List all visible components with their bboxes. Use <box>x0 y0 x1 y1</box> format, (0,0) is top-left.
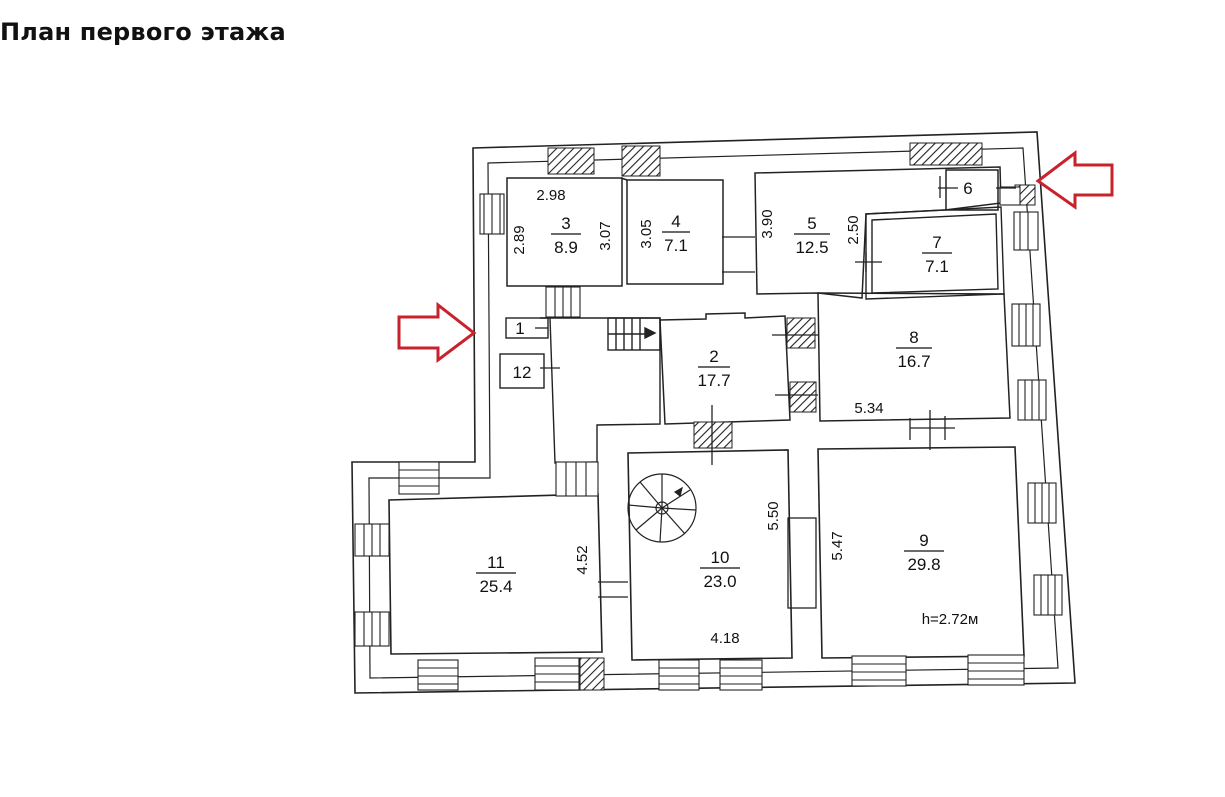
dim-5-50: 5.50 <box>765 501 782 530</box>
room-4-number: 4 <box>671 212 680 231</box>
dim-2-98: 2.98 <box>536 187 565 204</box>
dim-2-89: 2.89 <box>511 225 528 254</box>
page-title: План первого этажа <box>0 18 286 46</box>
room-8-outline <box>817 292 1011 422</box>
room-12-number: 12 <box>513 363 532 382</box>
room-2-number: 2 <box>709 347 718 366</box>
room-10-area: 23.0 <box>703 572 736 591</box>
room-7-area: 7.1 <box>925 257 949 276</box>
room-9-area: 29.8 <box>907 555 940 574</box>
room-2-outline <box>659 312 791 425</box>
room-1-number: 1 <box>515 319 524 338</box>
entrance-arrow-left <box>397 301 477 363</box>
room-4-area: 7.1 <box>664 236 688 255</box>
room-5-number: 5 <box>807 214 816 233</box>
dim-4-52: 4.52 <box>574 545 591 574</box>
arrow-left-outline-icon <box>1035 149 1114 210</box>
room-6-outline <box>945 169 999 211</box>
ceiling-height: h=2.72м <box>922 611 979 628</box>
room-2-area: 17.7 <box>697 371 730 390</box>
outer-wall <box>351 131 1076 694</box>
room-3-outline <box>506 177 623 287</box>
room-12-outline <box>499 353 545 389</box>
room-10-outline <box>627 449 793 661</box>
room-6-number: 6 <box>963 179 972 198</box>
dim-5-47: 5.47 <box>829 531 846 560</box>
room-10-number: 10 <box>711 548 730 567</box>
room-8-number: 8 <box>909 328 918 347</box>
room-4-outline <box>626 179 724 285</box>
dim-3-90: 3.90 <box>759 209 776 238</box>
room-11-number: 11 <box>487 553 505 572</box>
entrance-arrow-right <box>1035 149 1114 210</box>
room-11-area: 25.4 <box>479 577 512 596</box>
dim-3-07: 3.07 <box>597 221 614 250</box>
room-3-area: 8.9 <box>554 238 578 257</box>
dim-4-18: 4.18 <box>710 630 739 647</box>
door-ticks <box>535 176 1016 598</box>
windows <box>354 186 1063 691</box>
spiral-staircase-icon <box>627 473 697 543</box>
room-7-number: 7 <box>932 233 941 252</box>
arrow-right-outline-icon <box>397 301 477 363</box>
dim-3-05: 3.05 <box>638 219 655 248</box>
room-5-area: 12.5 <box>795 238 828 257</box>
room-11-outline <box>388 493 603 655</box>
dim-2-50: 2.50 <box>845 215 862 244</box>
room-3-number: 3 <box>561 214 570 233</box>
dim-5-34: 5.34 <box>854 400 883 417</box>
chimney <box>787 517 817 609</box>
room-8-area: 16.7 <box>897 352 930 371</box>
corridor-outline <box>540 317 661 464</box>
room-9-number: 9 <box>919 531 928 550</box>
